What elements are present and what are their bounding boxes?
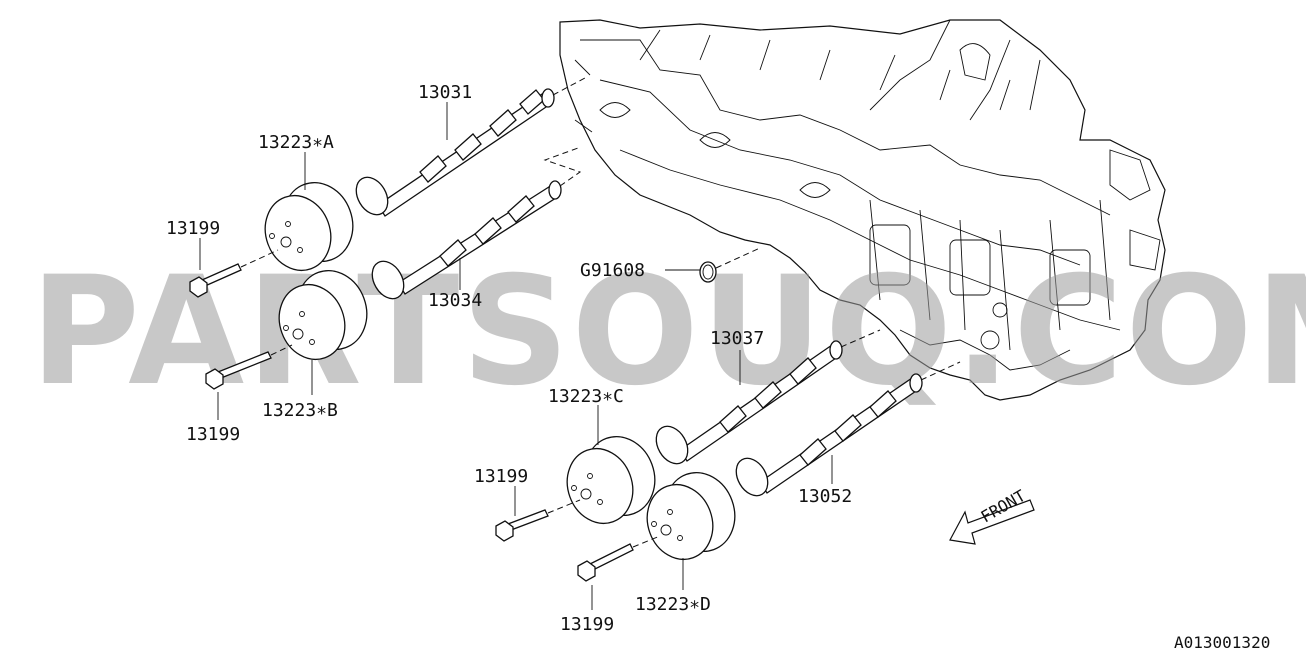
label-13223-d: 13223∗D bbox=[635, 594, 711, 615]
sprocket-a bbox=[264, 182, 354, 271]
bolt-13199-4 bbox=[577, 535, 661, 582]
label-13037: 13037 bbox=[710, 328, 764, 349]
label-13031: 13031 bbox=[418, 82, 472, 103]
front-arrow-icon: FRONT bbox=[949, 486, 1035, 545]
bolt-13199-3 bbox=[495, 499, 581, 542]
label-13223-a: 13223∗A bbox=[258, 132, 334, 153]
bolt-13199-1 bbox=[189, 249, 279, 298]
camshaft-13052 bbox=[759, 361, 961, 494]
label-g91608: G91608 bbox=[580, 260, 645, 281]
leader-lines bbox=[199, 102, 833, 610]
label-13199-3: 13199 bbox=[474, 466, 528, 487]
cylinder-head-block bbox=[559, 19, 1166, 401]
camshaft-13034 bbox=[397, 147, 582, 295]
diagram-code: A013001320 bbox=[1174, 633, 1270, 652]
label-13199-2: 13199 bbox=[186, 424, 240, 445]
camshaft-13037 bbox=[679, 329, 881, 462]
label-13199-4: 13199 bbox=[560, 614, 614, 635]
label-13052: 13052 bbox=[798, 486, 852, 507]
sprocket-d bbox=[646, 472, 736, 560]
label-13223-b: 13223∗B bbox=[262, 400, 338, 421]
o-ring-g91608 bbox=[699, 247, 761, 283]
sprocket-b bbox=[278, 270, 368, 360]
bolt-13199-2 bbox=[205, 344, 293, 390]
watermark: PARTSOUQ.COM bbox=[30, 245, 1306, 419]
camshaft-13031 bbox=[377, 77, 586, 217]
label-13199-1: 13199 bbox=[166, 218, 220, 239]
sprocket-c bbox=[566, 436, 656, 524]
label-13034: 13034 bbox=[428, 290, 482, 311]
camshaft-hubs bbox=[355, 176, 769, 497]
front-label: FRONT bbox=[978, 486, 1030, 527]
label-13223-c: 13223∗C bbox=[548, 386, 624, 407]
